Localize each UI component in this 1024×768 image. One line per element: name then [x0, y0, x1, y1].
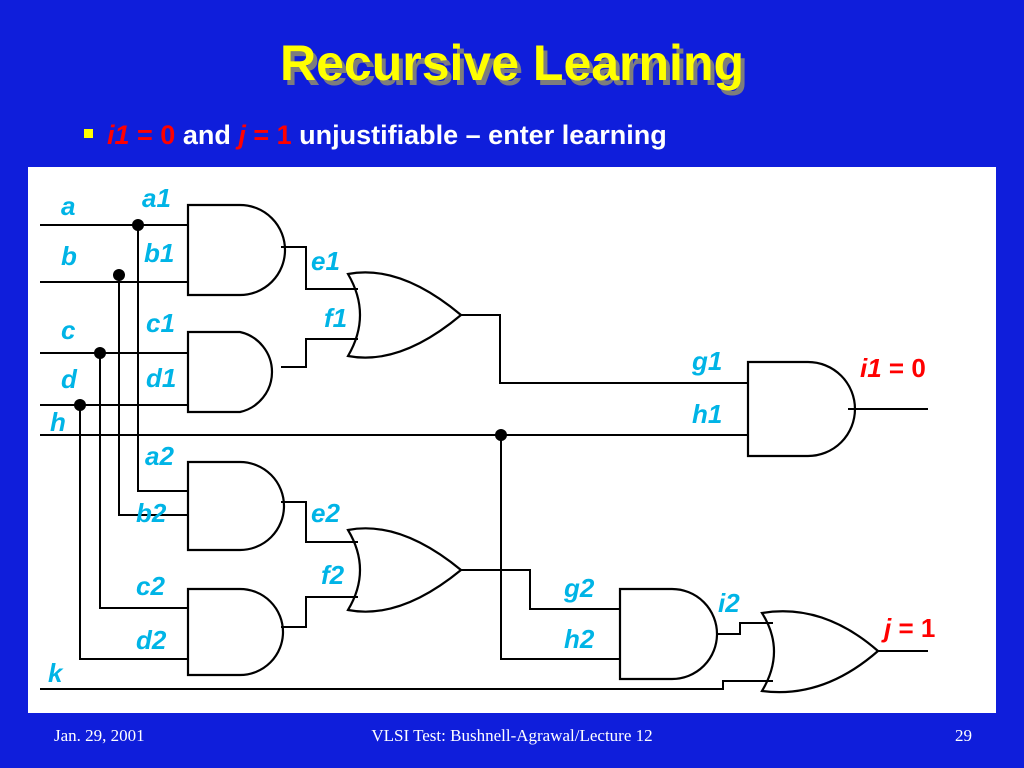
label-a2: a2	[145, 441, 174, 471]
junction-a	[132, 219, 144, 231]
circuit-svg: a b c d h k a1 b1 c1 d1 a2 b2 c2 d2 e1 f…	[40, 183, 935, 694]
label-h: h	[50, 407, 66, 437]
wire-k	[40, 680, 773, 690]
label-a1: a1	[142, 183, 171, 213]
label-d: d	[61, 364, 78, 394]
circuit-diagram: a b c d h k a1 b1 c1 d1 a2 b2 c2 d2 e1 f…	[28, 167, 996, 713]
wire-a2	[137, 225, 188, 492]
bullet-eq0: = 0	[129, 120, 176, 150]
bullet-eq1: = 1	[245, 120, 292, 150]
label-d1: d1	[146, 363, 176, 393]
and-gate-3	[746, 360, 857, 458]
or-gate-1	[346, 271, 463, 359]
label-i2: i2	[718, 588, 740, 618]
bullet-i1: i1	[107, 120, 130, 150]
label-c2: c2	[136, 571, 165, 601]
label-b2: b2	[136, 498, 167, 528]
bullet-text: i1 = 0 and j = 1 unjustifiable – enter l…	[84, 120, 984, 151]
label-e2: e2	[311, 498, 340, 528]
label-g1: g1	[691, 346, 722, 376]
bullet-square-icon	[84, 129, 93, 139]
label-d2: d2	[136, 625, 167, 655]
and-gate-5	[186, 587, 285, 677]
wire-c2	[99, 353, 188, 609]
label-g2: g2	[563, 573, 595, 603]
junction-d	[74, 399, 86, 411]
wire-e2	[281, 501, 358, 543]
wire-i2	[716, 622, 773, 635]
label-a: a	[61, 191, 75, 221]
junctions	[74, 219, 507, 441]
wire-g1	[461, 314, 748, 384]
label-h2: h2	[564, 624, 595, 654]
wire-g2	[461, 569, 620, 610]
and-gate-1	[186, 203, 287, 297]
label-k: k	[48, 658, 64, 688]
output-i1-name: i1	[860, 353, 882, 383]
footer-date: Jan. 29, 2001	[54, 726, 145, 745]
footer-page-number: 29	[955, 726, 972, 745]
bullet-rest: unjustifiable – enter learning	[291, 120, 667, 150]
wire-f2	[281, 596, 358, 628]
footer-course: VLSI Test: Bushnell-Agrawal/Lecture 12	[371, 726, 653, 745]
wire-e1	[281, 246, 358, 290]
label-h1: h1	[692, 399, 722, 429]
and-gate-4	[186, 460, 286, 552]
slide-title: Recursive Learning	[279, 35, 745, 91]
labels: a b c d h k a1 b1 c1 d1 a2 b2 c2 d2 e1 f…	[48, 183, 740, 688]
and-gate-6	[618, 587, 719, 681]
junction-c	[94, 347, 106, 359]
output-j: j = 1	[881, 613, 935, 643]
bullet-j: j	[238, 120, 246, 150]
label-f2: f2	[321, 560, 345, 590]
or-gate-3	[760, 610, 880, 694]
label-c: c	[61, 315, 76, 345]
wire-f1	[281, 338, 358, 368]
bullet-and: and	[175, 120, 239, 150]
label-f1: f1	[324, 303, 347, 333]
junction-h	[495, 429, 507, 441]
label-b1: b1	[144, 238, 174, 268]
output-j-value: = 1	[891, 613, 935, 643]
wire-d2	[79, 405, 188, 660]
wire-h2	[500, 435, 620, 660]
label-e1: e1	[311, 246, 340, 276]
label-b: b	[61, 241, 77, 271]
output-j-name: j	[881, 613, 892, 643]
output-values: i1 = 0 j = 1	[860, 353, 935, 643]
or-gate-2	[346, 527, 463, 613]
wires	[40, 224, 928, 690]
junction-b	[113, 269, 125, 281]
gates	[186, 203, 880, 694]
label-c1: c1	[146, 308, 175, 338]
and-gate-2	[186, 330, 274, 414]
output-i1-value: = 0	[882, 353, 926, 383]
wire-b2	[118, 275, 188, 516]
output-i1: i1 = 0	[860, 353, 926, 383]
